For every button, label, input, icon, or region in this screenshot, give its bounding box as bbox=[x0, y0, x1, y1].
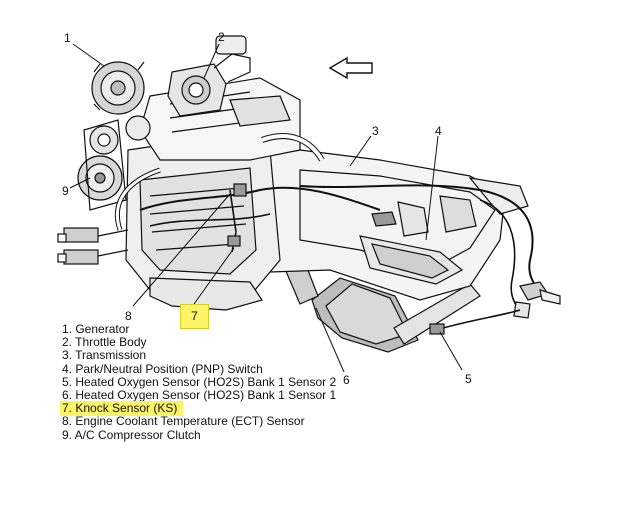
callout-1: 1 bbox=[64, 31, 71, 45]
legend-item-label: 2. Throttle Body bbox=[62, 335, 147, 350]
legend-item: 9. A/C Compressor Clutch bbox=[62, 427, 336, 442]
callout-2: 2 bbox=[218, 30, 225, 44]
legend-item: 1. Generator bbox=[62, 322, 336, 336]
callout-5: 5 bbox=[465, 372, 472, 386]
legend-item-label: 5. Heated Oxygen Sensor (HO2S) Bank 1 Se… bbox=[62, 374, 337, 389]
legend-item-label: 7. Knock Sensor (KS) bbox=[60, 401, 184, 417]
callout-7-highlight: 7 bbox=[180, 304, 209, 329]
front-arrow-icon bbox=[328, 56, 373, 80]
legend-item: 4. Park/Neutral Position (PNP) Switch bbox=[62, 361, 336, 376]
legend-item: 3. Transmission bbox=[62, 349, 336, 362]
legend-item-label: 1. Generator bbox=[62, 322, 130, 336]
generator bbox=[91, 61, 145, 115]
legend-item-label: 4. Park/Neutral Position (PNP) Switch bbox=[62, 361, 263, 376]
legend-item-highlighted: 7. Knock Sensor (KS) bbox=[60, 401, 336, 417]
legend-item: 2. Throttle Body bbox=[62, 336, 336, 349]
legend-item: 5. Heated Oxygen Sensor (HO2S) Bank 1 Se… bbox=[62, 374, 337, 389]
wire-harness bbox=[299, 184, 547, 301]
legend-item-label: 8. Engine Coolant Temperature (ECT) Sens… bbox=[62, 414, 305, 429]
legend-list: 1. Generator 2. Throttle Body 3. Transmi… bbox=[60, 322, 337, 442]
legend-item: 6. Heated Oxygen Sensor (HO2S) Bank 1 Se… bbox=[62, 388, 337, 403]
callout-6: 6 bbox=[343, 373, 350, 387]
legend-item: 8. Engine Coolant Temperature (ECT) Sens… bbox=[62, 415, 336, 428]
callout-4: 4 bbox=[435, 124, 442, 138]
legend-item-label: 9. A/C Compressor Clutch bbox=[62, 427, 201, 442]
legend-item-label: 6. Heated Oxygen Sensor (HO2S) Bank 1 Se… bbox=[62, 388, 337, 403]
callout-9: 9 bbox=[62, 184, 69, 198]
exhaust-pipe bbox=[393, 283, 481, 345]
legend-item-label: 3. Transmission bbox=[62, 348, 147, 363]
callout-8: 8 bbox=[125, 309, 132, 323]
callout-3: 3 bbox=[372, 124, 379, 138]
ac-compressor bbox=[77, 155, 123, 201]
